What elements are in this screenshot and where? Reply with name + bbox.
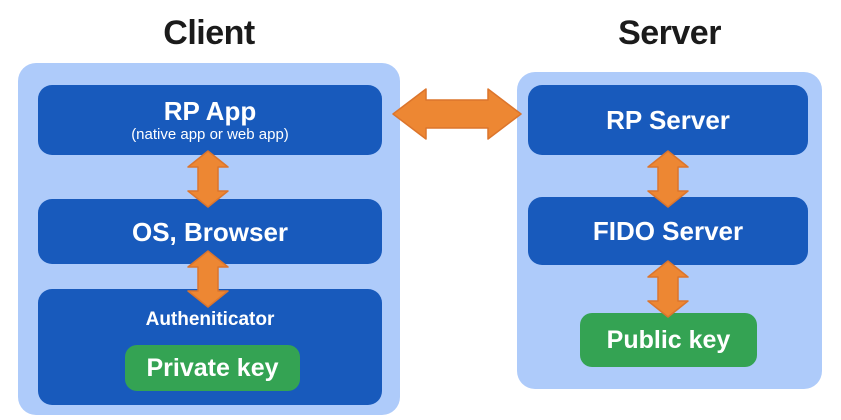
rp-app-box: RP App (native app or web app) (38, 85, 382, 155)
private-key-box: Private key (125, 345, 300, 391)
os-browser-label: OS, Browser (131, 216, 289, 247)
fido-server-box: FIDO Server (528, 197, 808, 265)
rp-app-label: RP App (163, 96, 257, 126)
private-key-label: Private key (146, 354, 279, 382)
authenticator-box: Autheniticator Private key (38, 289, 382, 405)
rp-server-box: RP Server (528, 85, 808, 155)
rp-server-label: RP Server (606, 105, 730, 135)
client-section-title: Client (163, 14, 255, 52)
authenticator-label: Autheniticator (145, 309, 275, 330)
server-section-title: Server (618, 14, 721, 52)
public-key-box: Public key (580, 313, 757, 367)
fido-server-label: FIDO Server (592, 216, 744, 246)
rpserver-fidoserver-double-arrow-icon (647, 150, 689, 208)
fidoserver-publickey-double-arrow-icon (647, 260, 689, 318)
rp-app-sublabel: (native app or web app) (131, 126, 289, 143)
public-key-label: Public key (606, 326, 731, 354)
client-server-double-arrow-icon (392, 88, 522, 140)
osbrowser-authenticator-double-arrow-icon (187, 250, 229, 308)
rpapp-osbrowser-double-arrow-icon (187, 150, 229, 208)
